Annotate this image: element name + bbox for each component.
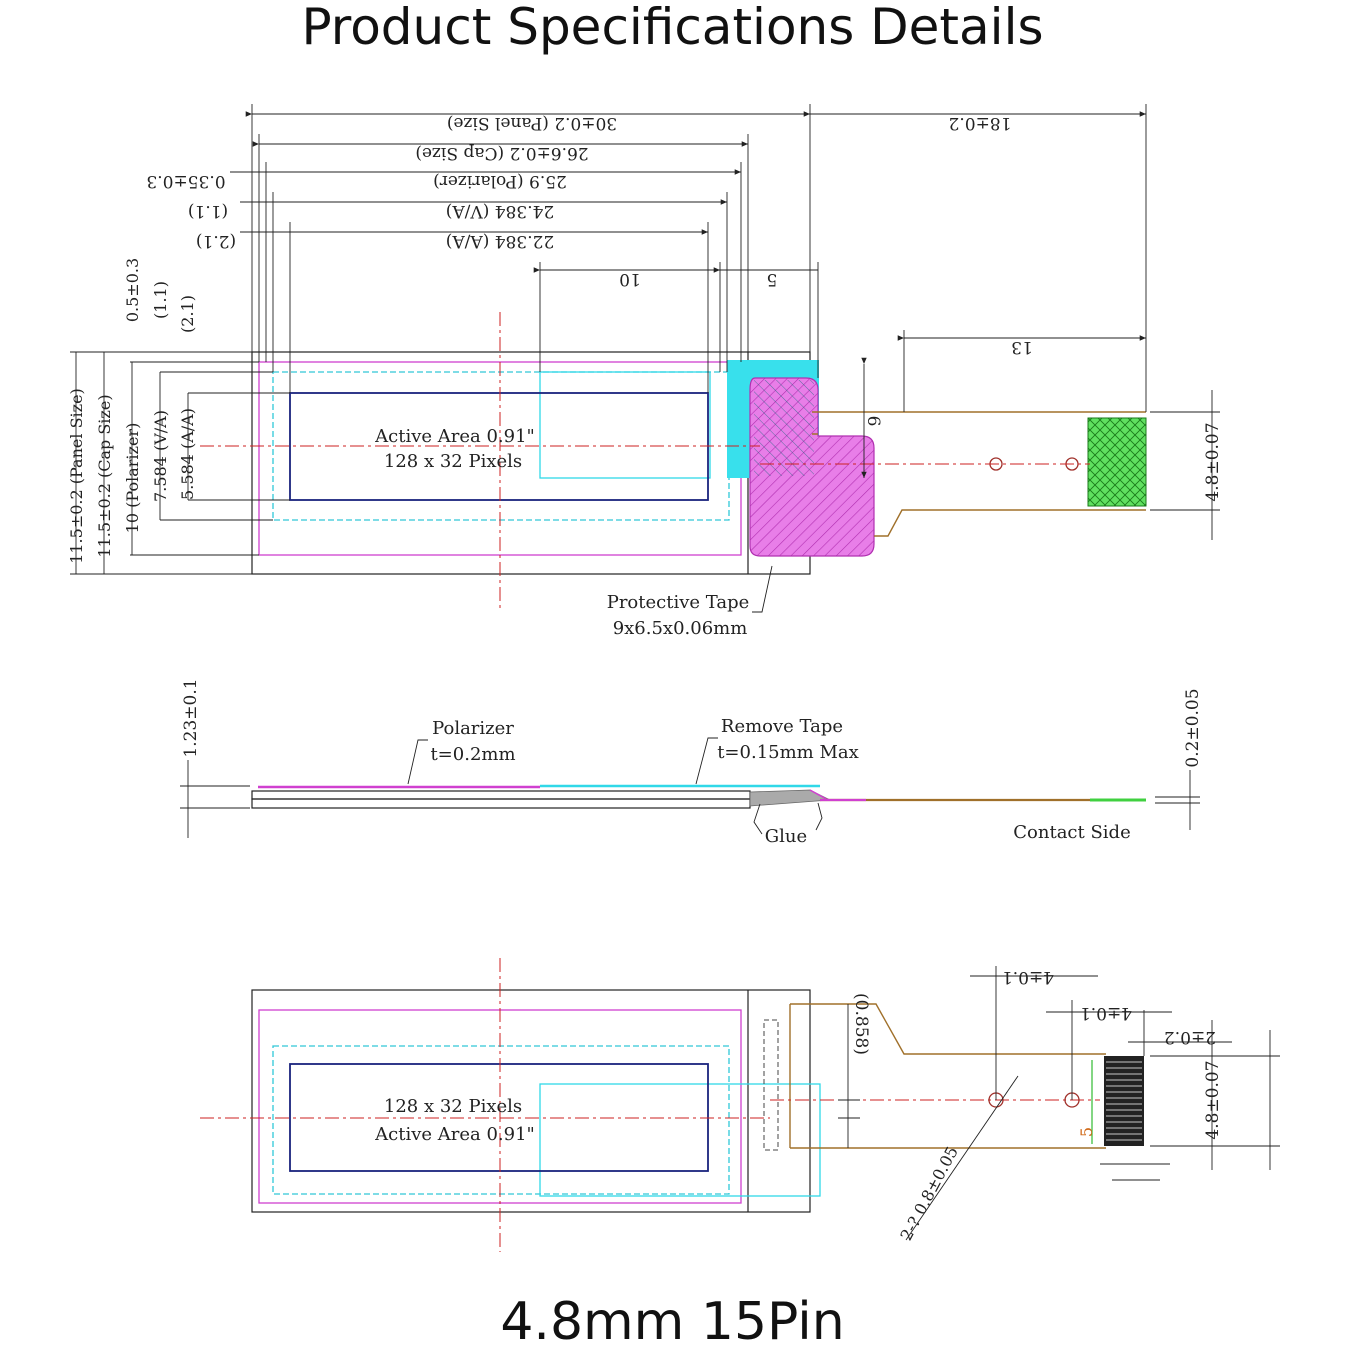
dim-fpc-length: 18±0.2	[949, 113, 1012, 133]
dim-aa-height: 5.584 (A/A)	[178, 408, 197, 500]
bottom-pixels-label: 128 x 32 Pixels	[384, 1096, 522, 1117]
pixels-label: 128 x 32 Pixels	[384, 451, 522, 472]
protective-tape-label: Protective Tape	[607, 592, 750, 613]
dim-4-a: 4±0.1	[1002, 967, 1054, 987]
dim-va-offset: (1.1)	[188, 201, 228, 221]
dim-10: 10	[619, 269, 641, 289]
dim-cap-width: 26.6±0.2 (Cap Size)	[415, 143, 588, 163]
dim-polarizer-width: 25.9 (Polarizer)	[433, 171, 567, 191]
polarizer-thickness: t=0.2mm	[430, 744, 515, 765]
page-subtitle: 4.8mm 15Pin	[500, 1292, 845, 1352]
dim-4-b: 4±0.1	[1080, 1003, 1132, 1023]
contact-pins	[1104, 1056, 1144, 1146]
dim-aa-width: 22.384 (A/A)	[446, 231, 554, 251]
page-title: Product Specifications Details	[301, 0, 1044, 56]
side-view: 1.23±0.1 0.2±0.05 Polarizer t=0.2mm Remo…	[180, 678, 1203, 847]
dim-cap-height: 11.5±0.2 (Cap Size)	[95, 394, 114, 557]
dim-aa-offset: (2.1)	[196, 231, 236, 251]
protective-tape-size: 9x6.5x0.06mm	[613, 618, 748, 639]
dim-hole-diameter: 2-? 0.8±0.05	[896, 1143, 961, 1244]
dim-polarizer-height: 10 (Polarizer)	[123, 423, 142, 534]
bottom-dim-fpc-width: 4.8±0.07	[1203, 1060, 1223, 1139]
dim-0858: (0.858)	[851, 993, 871, 1055]
view-area-outline	[272, 371, 730, 521]
dim-thickness: 1.23±0.1	[181, 678, 201, 757]
dim-panel-width: 30±0.2 (Panel Size)	[447, 113, 617, 133]
dim-fpc-width: 4.8±0.07	[1203, 422, 1223, 501]
dim-va-top: (1.1)	[151, 281, 170, 319]
top-view: Active Area 0.91" 128 x 32 Pixels	[67, 104, 1223, 639]
dim-left-offset: 0.35±0.3	[146, 171, 225, 191]
dim-13: 13	[1011, 337, 1033, 357]
fpc-outline	[812, 411, 1146, 537]
bottom-view: 128 x 32 Pixels Active Area 0.91" (0.858…	[200, 958, 1280, 1252]
dim-va-width: 24.384 (V/A)	[446, 201, 554, 221]
panel-outline	[251, 351, 811, 575]
glue-label: Glue	[765, 826, 807, 847]
dim-6: 6	[863, 416, 883, 427]
dim-va-height: 7.584 (V/A)	[151, 410, 170, 502]
dim-top-offset: 0.5±0.3	[123, 258, 142, 322]
dim-5-bottom: 5	[1077, 1127, 1096, 1137]
contact-side-label: Contact Side	[1013, 822, 1130, 843]
remove-tape-thickness: t=0.15mm Max	[717, 742, 859, 763]
dim-2: 2±0.2	[1164, 1027, 1216, 1047]
active-area-label: Active Area 0.91"	[374, 426, 535, 447]
dim-aa-top: (2.1)	[178, 295, 197, 333]
bottom-active-area-label: Active Area 0.91"	[374, 1124, 535, 1145]
remove-tape-label: Remove Tape	[721, 716, 843, 737]
dim-panel-height: 11.5±0.2 (Panel Size)	[67, 388, 86, 564]
dim-5: 5	[767, 269, 778, 289]
dim-fpc-thickness: 0.2±0.05	[1183, 688, 1203, 767]
polarizer-label: Polarizer	[432, 718, 514, 739]
